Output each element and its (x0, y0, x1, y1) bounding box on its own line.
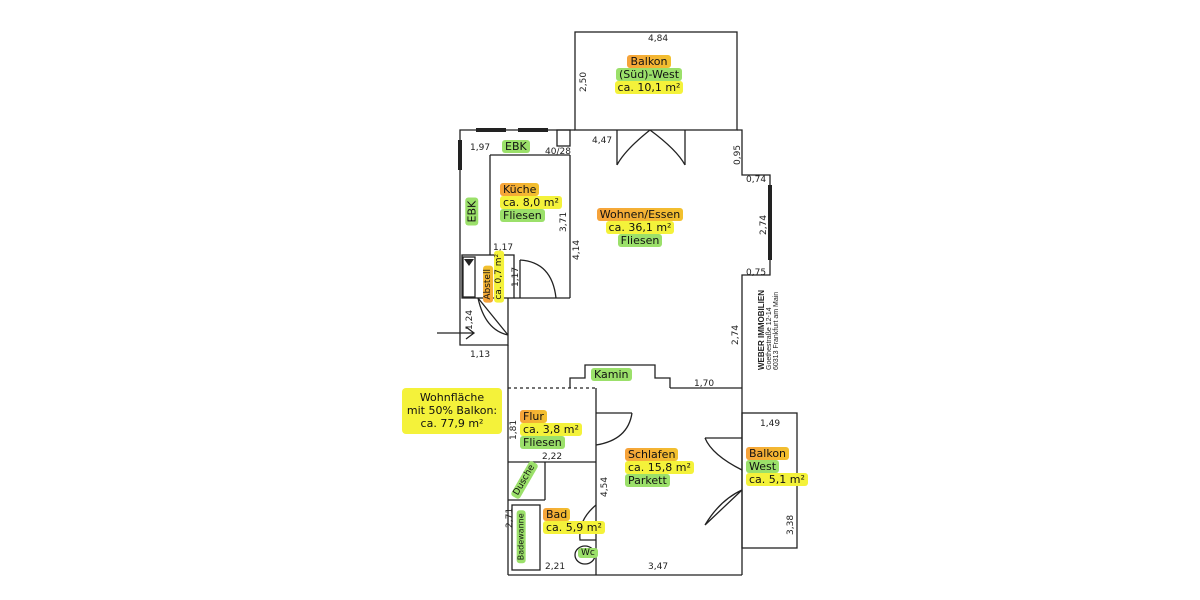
kitchen-door (519, 259, 557, 299)
kamin-shape (569, 364, 671, 388)
dim-wohnen-top: 4,47 (592, 136, 612, 146)
badewanne-text: Badewanne (516, 510, 526, 564)
flur-area: ca. 3,8 m² (520, 423, 582, 437)
summary-line3: ca. 77,9 m² (420, 417, 484, 431)
dim-kueche-top: 1,97 (470, 143, 490, 153)
bad-name: Bad (543, 508, 571, 521)
dim-balkon-width: 4,84 (648, 34, 668, 44)
company-brand: WEBER IMMOBILIEN (757, 290, 766, 370)
label-wc: Wc (578, 548, 598, 559)
dim-schlafen-347: 3,47 (648, 562, 668, 572)
wohnen-name: Wohnen/Essen (596, 208, 684, 221)
flur-floor: Fliesen (520, 436, 565, 450)
label-badewanne: Badewanne (516, 510, 527, 564)
balkon-door-left (616, 129, 651, 166)
wohnen-floor: Fliesen (617, 234, 663, 248)
balkon-sued-west-outline (574, 31, 738, 131)
balkon-west-door (704, 489, 743, 526)
outer-wall-right (737, 129, 771, 575)
dim-right-075: 0,75 (746, 268, 766, 278)
label-balkon-west: Balkon West ca. 5,1 m² (746, 447, 808, 487)
wc-text: Wc (578, 548, 598, 558)
balkon-door-right (649, 129, 686, 166)
entry-wall (459, 298, 509, 346)
dim-flur-222: 2,22 (542, 452, 562, 462)
abstell-shaft (462, 256, 476, 298)
kueche-floor: Fliesen (500, 209, 545, 223)
dim-right-095: 0,95 (733, 145, 743, 165)
kamin-text: Kamin (591, 368, 632, 381)
ebk-side-text: EBK (465, 197, 479, 226)
dim-right-074: 0,74 (746, 175, 766, 185)
label-kamin: Kamin (591, 368, 632, 381)
balkon-west-sub: West (746, 460, 780, 474)
flur-name: Flur (520, 410, 547, 423)
badewanne-outline (511, 504, 541, 571)
label-summary: Wohnfläche mit 50% Balkon: ca. 77,9 m² (402, 388, 502, 434)
kueche-name: Küche (500, 183, 540, 196)
balkon-west-name: Balkon (746, 447, 790, 460)
dim-balkon-depth: 2,50 (579, 72, 589, 92)
dim-flur-181: 1,81 (509, 420, 519, 440)
schlafen-floor: Parkett (625, 474, 670, 488)
label-abstell: Abstell ca. 0,7 m² (483, 250, 505, 303)
abstell-area: ca. 0,7 m² (493, 250, 504, 303)
balkon-west-area: ca. 5,1 m² (746, 473, 808, 487)
dim-abstell-117a: 1,17 (493, 243, 513, 253)
label-schlafen: Schlafen ca. 15,8 m² Parkett (625, 448, 694, 488)
dim-bad-221: 2,21 (545, 562, 565, 572)
company-city: 60313 Frankfurt am Main (773, 291, 780, 370)
dim-kueche-371: 3,71 (559, 212, 569, 232)
dim-entry-113: 1,13 (470, 350, 490, 360)
label-ebk-top: EBK (502, 140, 530, 153)
label-flur: Flur ca. 3,8 m² Fliesen (520, 410, 582, 450)
entry-door (477, 297, 509, 336)
bad-area: ca. 5,9 m² (543, 521, 605, 535)
dim-bad-271: 2,71 (505, 508, 515, 528)
balkon-sw-name: Balkon (627, 55, 671, 68)
dim-kamin-170: 1,70 (694, 379, 714, 389)
company-info: WEBER IMMOBILIEN Goethestraße 12-14 6031… (757, 290, 780, 370)
company-street: Goethestraße 12-14 (766, 307, 773, 370)
balkon-sw-area: ca. 10,1 m² (614, 81, 684, 95)
dim-wohn-414: 4,14 (572, 240, 582, 260)
label-kueche: Küche ca. 8,0 m² Fliesen (500, 183, 562, 223)
schlafen-door (704, 437, 743, 471)
wohnen-area: ca. 36,1 m² (605, 221, 675, 235)
dim-schlafen-454: 4,54 (600, 477, 610, 497)
balkon-sw-sub: (Süd)-West (615, 68, 683, 82)
dim-right-274b: 2,74 (731, 325, 741, 345)
label-bad: Bad ca. 5,9 m² (543, 508, 605, 535)
shaft-triangle (464, 259, 474, 266)
dim-balkon-west-149: 1,49 (760, 419, 780, 429)
label-balkon-sued-west: Balkon (Süd)-West ca. 10,1 m² (604, 55, 694, 95)
dim-right-274a: 2,74 (759, 215, 769, 235)
summary-line2: mit 50% Balkon: (406, 404, 498, 418)
entry-arrow (437, 326, 476, 340)
ebk-top-text: EBK (502, 140, 530, 153)
summary-line1: Wohnfläche (419, 391, 485, 404)
dim-entry-124: 1,24 (465, 310, 475, 330)
dim-abstell-117b: 1,17 (511, 267, 521, 287)
dim-kueche-small: 40/28 (545, 147, 571, 157)
label-wohnen: Wohnen/Essen ca. 36,1 m² Fliesen (592, 208, 688, 248)
label-ebk-side: EBK (465, 197, 479, 226)
abstell-name: Abstell (483, 266, 494, 303)
kitchen-shaft (556, 129, 571, 147)
schlafen-area: ca. 15,8 m² (625, 461, 694, 475)
dim-balkon-west-338: 3,38 (786, 515, 796, 535)
flur-door (595, 412, 633, 446)
schlafen-name: Schlafen (625, 448, 679, 461)
kueche-area: ca. 8,0 m² (500, 196, 562, 210)
